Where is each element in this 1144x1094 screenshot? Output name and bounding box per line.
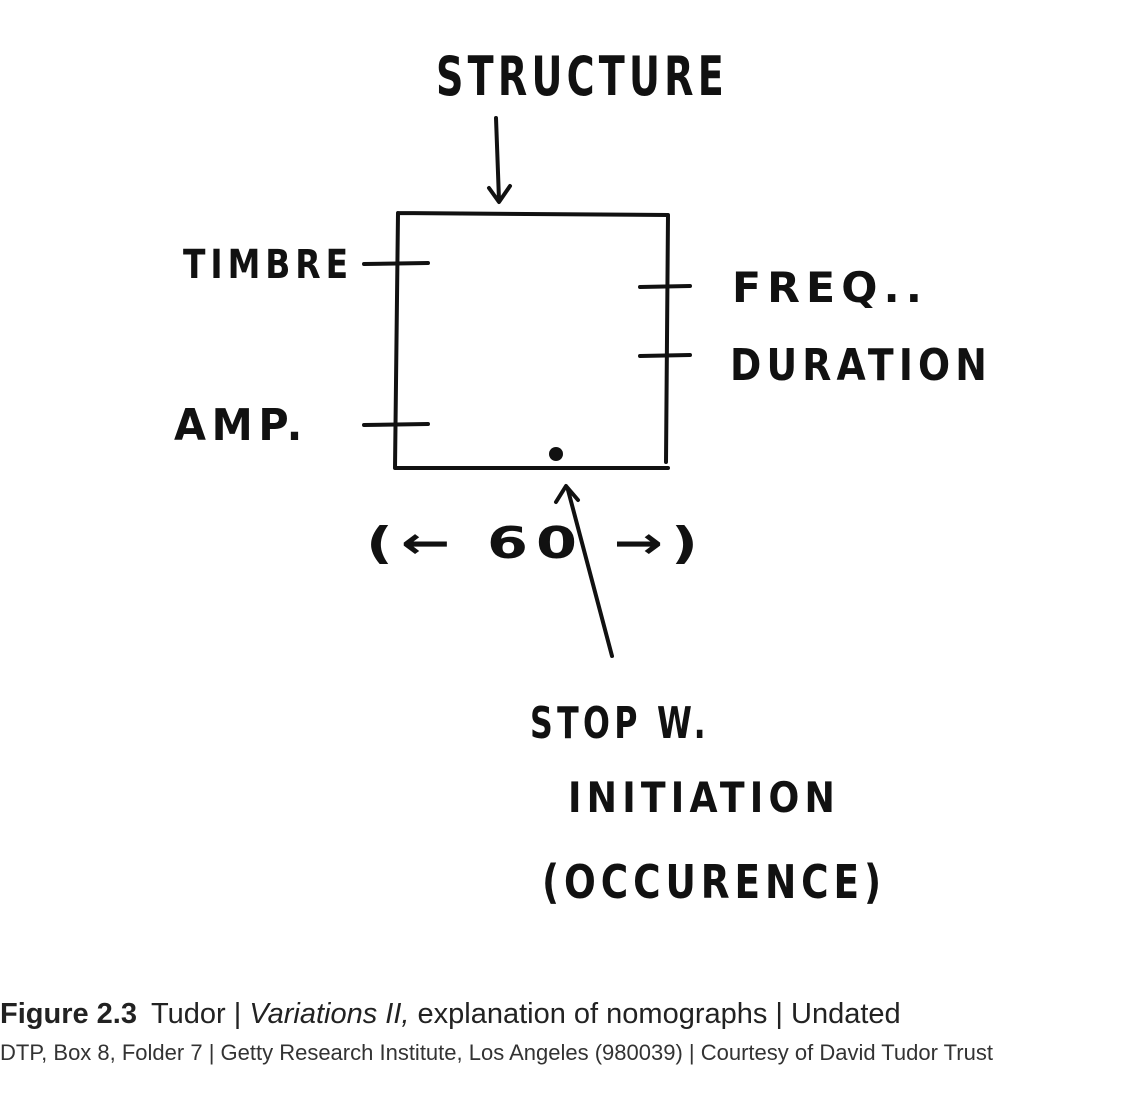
label-timbre: TIMBRE (183, 242, 353, 288)
amp-tick (362, 422, 430, 427)
nomograph-box (393, 211, 670, 470)
caption-date: Undated (791, 998, 901, 1030)
label-structure: STRUCTURE (436, 45, 728, 108)
caption-separator: | (225, 998, 250, 1030)
caption-description: explanation of nomographs (409, 998, 768, 1030)
occurrence-dot (549, 447, 563, 461)
caption-separator: | (767, 998, 792, 1030)
nomograph-sketch: STRUCTURE TIMBRE AMP. FREQ.. DURATION (←… (174, 45, 992, 909)
initiation-arrow (554, 484, 614, 658)
caption-title-line: Figure 2.3 Tudor | Variations II, explana… (0, 992, 1144, 1036)
caption-author: Tudor (151, 998, 226, 1030)
label-duration: DURATION (730, 340, 992, 391)
label-stopw: STOP W. (530, 698, 710, 749)
label-sixty: (← 60 →) (366, 518, 706, 569)
caption-credit-line: DTP, Box 8, Folder 7 | Getty Research In… (0, 1040, 993, 1065)
duration-tick (638, 353, 692, 358)
structure-arrow (487, 116, 512, 204)
freq-tick (638, 284, 692, 289)
label-initiation: INITIATION (568, 773, 840, 822)
figure-caption: Figure 2.3 Tudor | Variations II, explana… (0, 992, 1144, 1070)
label-freq: FREQ.. (732, 263, 928, 312)
timbre-tick (362, 261, 430, 266)
caption-work-title: Variations II, (249, 998, 410, 1030)
label-occurence: (OCCURENCE) (542, 855, 886, 909)
figure-label: Figure 2.3 (0, 998, 137, 1030)
label-amp: AMP. (174, 400, 308, 451)
